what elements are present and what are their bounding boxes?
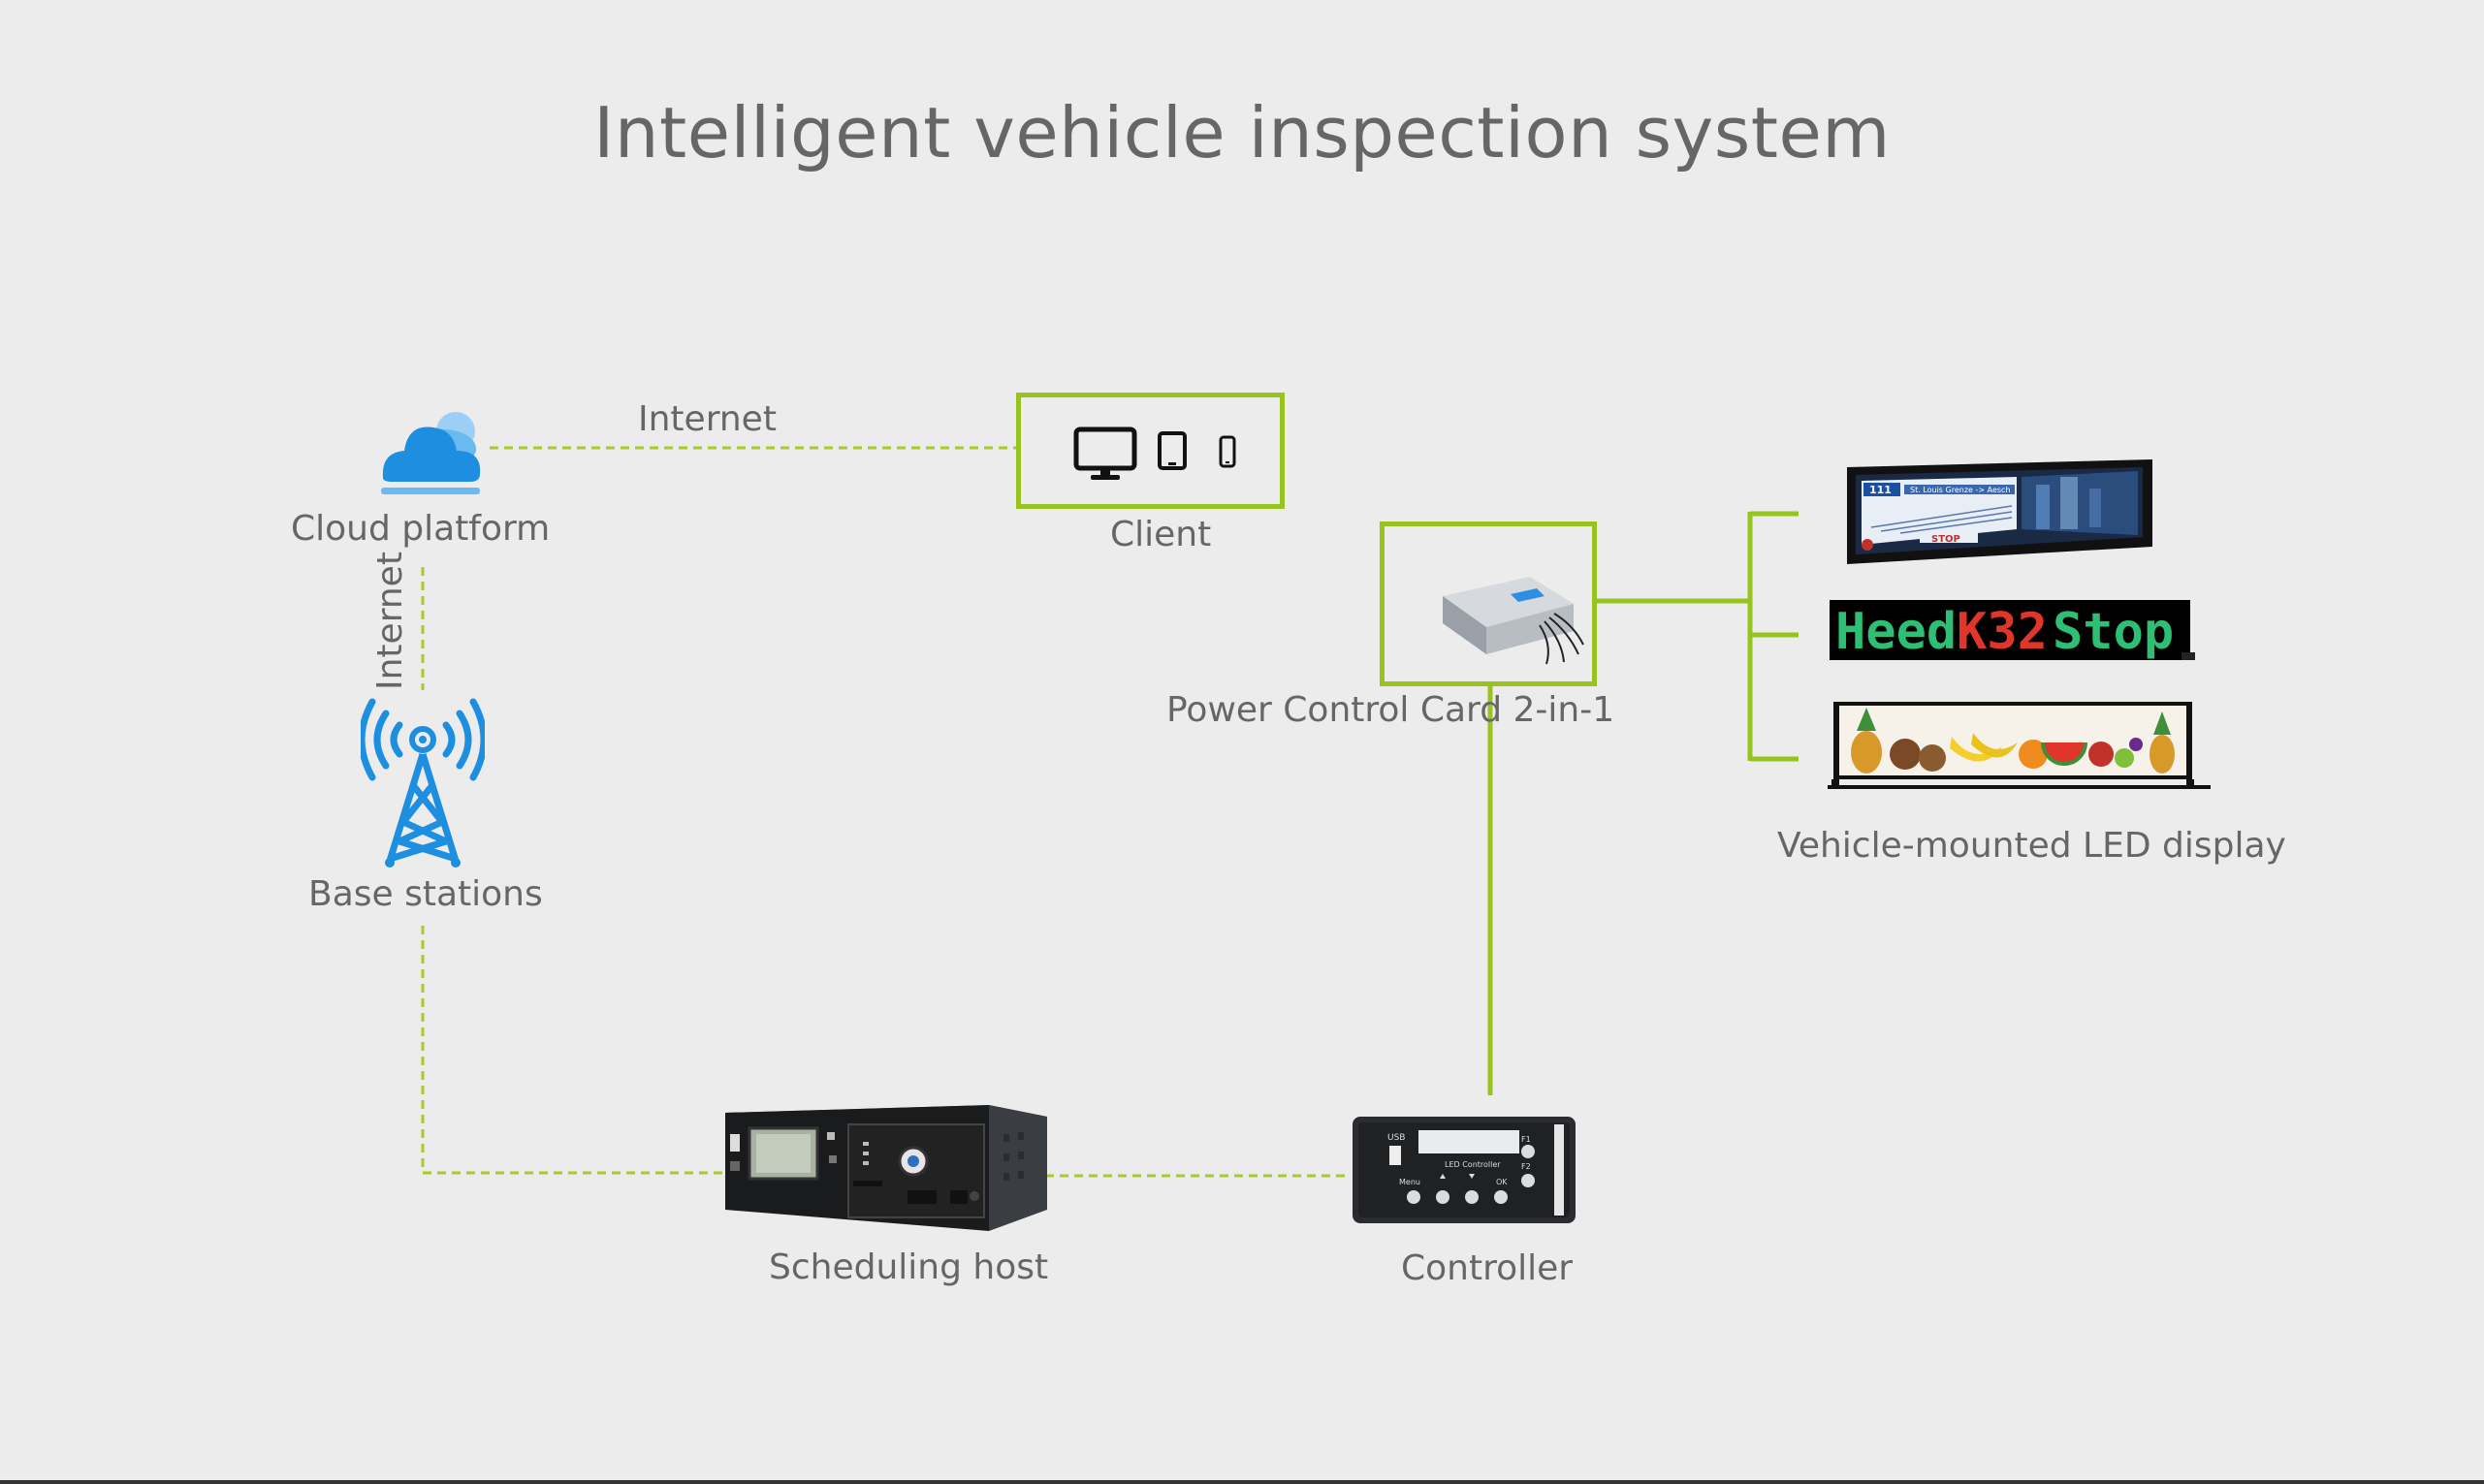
controller-label: Controller <box>1401 1248 1574 1288</box>
power-card-box <box>1380 521 1597 686</box>
internet-label-vertical: Internet <box>370 552 410 690</box>
svg-text:OK: OK <box>1496 1178 1508 1186</box>
power-card-label: Power Control Card 2-in-1 <box>1166 690 1615 730</box>
scheduling-host-image <box>725 1105 1047 1231</box>
client-box <box>1016 393 1285 509</box>
svg-text:LED Controller: LED Controller <box>1445 1160 1501 1169</box>
cloud-icon <box>381 412 481 494</box>
bottom-edge-line <box>0 1480 2484 1484</box>
svg-text:K32: K32 <box>1957 603 2048 661</box>
svg-text:St. Louis Grenze -> Aesch: St. Louis Grenze -> Aesch <box>1910 486 2011 494</box>
controller-image: USB LED Controller Menu OK F1 F2 <box>1353 1117 1576 1223</box>
svg-text:Menu: Menu <box>1399 1178 1420 1186</box>
svg-text:USB: USB <box>1387 1133 1405 1143</box>
svg-text:Heed: Heed <box>1835 603 1957 661</box>
tower-icon <box>361 698 485 868</box>
scheduling-host-label: Scheduling host <box>769 1247 1049 1287</box>
link-base-host <box>421 926 722 1175</box>
svg-text:111: 111 <box>1869 484 1892 496</box>
tablet-icon <box>1158 431 1187 470</box>
led-display-bottom <box>1828 702 2211 789</box>
svg-text:STOP: STOP <box>1931 534 1960 545</box>
led-display-label: Vehicle-mounted LED display <box>1777 826 2286 866</box>
client-label: Client <box>1110 515 1212 554</box>
led-display-middle: Heed K32 Stop <box>1830 600 2195 661</box>
power-card-image <box>1443 577 1584 665</box>
base-stations-label: Base stations <box>308 874 543 914</box>
internet-label-horizontal: Internet <box>638 399 777 439</box>
led-display-top: 111 St. Louis Grenze -> Aesch St. Louis … <box>1847 459 2152 564</box>
monitor-icon <box>1073 426 1137 480</box>
svg-text:Stop: Stop <box>2053 603 2174 661</box>
phone-icon <box>1219 435 1236 468</box>
page-title: Intelligent vehicle inspection system <box>593 92 1891 174</box>
svg-text:F2: F2 <box>1521 1162 1531 1171</box>
svg-text:F1: F1 <box>1521 1135 1531 1144</box>
cloud-platform-label: Cloud platform <box>291 509 551 549</box>
